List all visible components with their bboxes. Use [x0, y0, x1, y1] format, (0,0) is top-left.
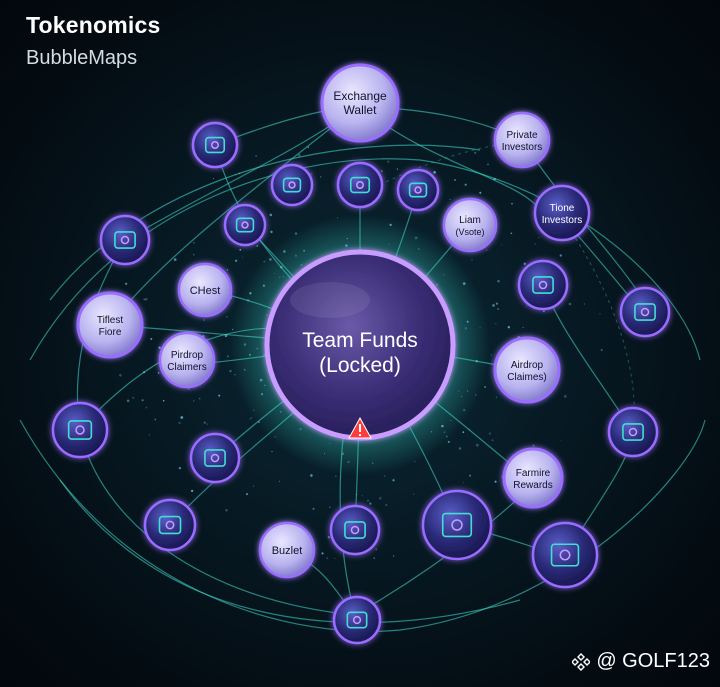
pirdrop-sublabel: Claimers	[167, 362, 206, 373]
chip-bubble[interactable]	[531, 521, 599, 589]
airdrop-sublabel: Claimes)	[507, 372, 546, 383]
pirdrop-claimers-bubble[interactable]: Pirdrop Claimers	[158, 331, 216, 389]
bridge-icon	[634, 303, 656, 321]
private-investors-bubble[interactable]: Private Investors	[493, 111, 551, 169]
gear-bubble[interactable]	[223, 203, 267, 247]
exchange-arrows-bubble[interactable]	[336, 161, 384, 209]
tione-investors-sublabel: Investors	[542, 215, 583, 226]
icon-bubbles	[51, 121, 671, 645]
tione-investors-label: Tione	[550, 203, 575, 214]
tione-investors-bubble[interactable]: Tione Investors	[533, 184, 591, 242]
buzlet-label: Buzlet	[272, 545, 303, 557]
bank-icon	[204, 449, 226, 467]
watermark: @ GOLF123	[572, 650, 710, 673]
dial-bubble[interactable]	[421, 489, 493, 561]
shield-coin-bubble[interactable]	[51, 401, 109, 459]
team-funds-sublabel: (Locked)	[319, 354, 401, 377]
dial-icon	[441, 512, 473, 538]
bank-bubble[interactable]	[189, 432, 241, 484]
building-icon	[622, 423, 644, 441]
team-funds-bubble[interactable]: Team Funds (Locked)	[264, 249, 456, 441]
hand-coin-icon	[158, 515, 182, 535]
spiral-coin-icon	[204, 136, 226, 154]
chest-label: CHest	[190, 285, 221, 297]
exchange-arrows-icon	[349, 176, 371, 194]
chest-bubble[interactable]: CHest	[177, 262, 233, 318]
header: Tokenomics BubbleMaps	[26, 12, 161, 70]
robot-bubble[interactable]	[270, 163, 314, 207]
buzlet-bubble[interactable]: Buzlet	[258, 521, 316, 579]
fiore-label: Fiore	[99, 327, 122, 338]
building-bubble[interactable]	[607, 406, 659, 458]
private-investors-sublabel: Investors	[502, 142, 543, 153]
airdrop-claimes-bubble[interactable]: Airdrop Claimes)	[493, 336, 561, 404]
private-investors-label: Private	[506, 130, 538, 141]
robot-icon	[282, 177, 302, 193]
crypto-lock-bubble[interactable]	[99, 214, 151, 266]
watermark-text: @ GOLF123	[596, 650, 710, 672]
farmire-label: Farmire	[516, 468, 551, 479]
binance-logo-icon	[572, 652, 591, 671]
dashboard-icon	[532, 276, 554, 294]
tiflest-label: Tiflest	[97, 315, 124, 326]
spiral-coin-bubble[interactable]	[191, 121, 239, 169]
shield-coin-icon	[67, 420, 93, 440]
warning-triangle-icon	[348, 416, 372, 439]
dashboard-bubble[interactable]	[517, 259, 569, 311]
gear-icon	[235, 217, 255, 233]
chart-icon	[346, 611, 368, 629]
rewards-label: Rewards	[513, 480, 552, 491]
people-bubble[interactable]	[329, 504, 381, 556]
chart-bubble[interactable]	[332, 595, 382, 645]
chip-icon	[550, 543, 580, 567]
exchange-wallet-label: Exchange	[333, 89, 387, 103]
exchange-wallet-sublabel: Wallet	[344, 103, 378, 117]
target-coin-bubble[interactable]	[396, 168, 440, 212]
liam-sublabel: (Vsote)	[455, 227, 484, 237]
team-funds-label: Team Funds	[302, 329, 418, 352]
farmire-rewards-bubble[interactable]: Farmire Rewards	[502, 447, 564, 509]
pirdrop-label: Pirdrop	[171, 350, 204, 361]
exchange-wallet-bubble[interactable]: Exchange Wallet	[320, 63, 400, 143]
liam-label: Liam	[459, 215, 481, 226]
airdrop-label: Airdrop	[511, 360, 544, 371]
target-coin-icon	[408, 182, 428, 198]
page-subtitle: BubbleMaps	[26, 47, 138, 69]
crypto-lock-icon	[114, 231, 136, 249]
hand-coin-bubble[interactable]	[143, 498, 197, 552]
bridge-bubble[interactable]	[619, 286, 671, 338]
tiflest-fiore-bubble[interactable]: Tiflest Fiore	[76, 291, 144, 359]
people-icon	[344, 521, 366, 539]
page-title: Tokenomics	[26, 12, 161, 38]
liam-vesting-bubble[interactable]: Liam (Vsote)	[442, 197, 498, 253]
